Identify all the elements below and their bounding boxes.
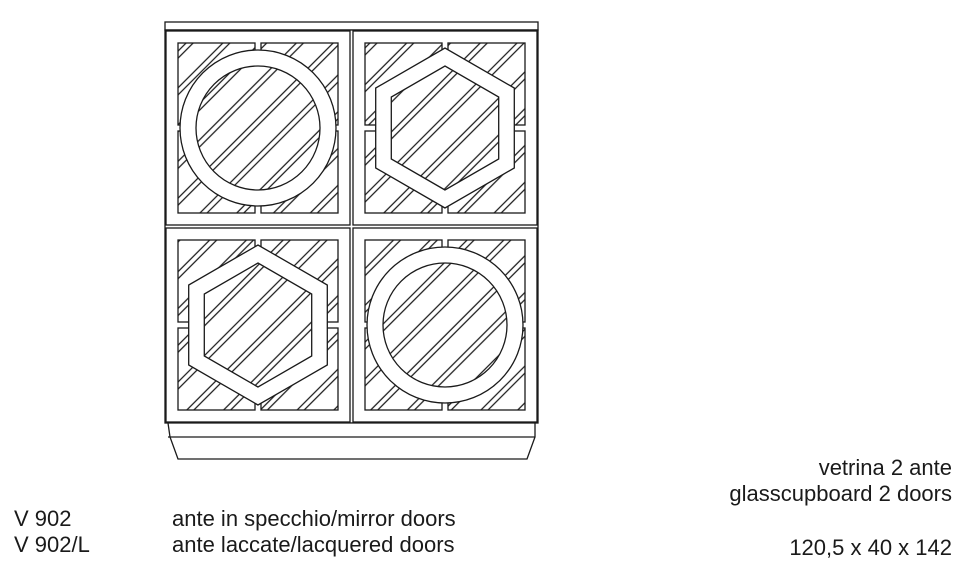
- door-panel-circle: [352, 227, 538, 423]
- cabinet-top: [164, 21, 539, 31]
- hexagon-mirror: [390, 65, 500, 191]
- circle-mirror: [382, 262, 508, 388]
- product-title-it: vetrina 2 ante: [818, 455, 952, 480]
- hexagon-mirror: [203, 262, 313, 388]
- door-panel-circle: [165, 30, 351, 226]
- door-panel-hexagon: [165, 227, 351, 423]
- door-panel-hexagon: [352, 30, 538, 226]
- variant-code: V 902: [14, 506, 72, 531]
- product-dimensions: 120,5 x 40 x 142: [789, 535, 952, 560]
- product-title-en: glasscupboard 2 doors: [729, 481, 952, 506]
- variant-code: V 902/L: [14, 532, 90, 557]
- variant-description: ante laccate/lacquered doors: [172, 532, 455, 557]
- variant-description: ante in specchio/mirror doors: [172, 506, 456, 531]
- cabinet-base: [167, 422, 536, 460]
- circle-mirror: [195, 65, 321, 191]
